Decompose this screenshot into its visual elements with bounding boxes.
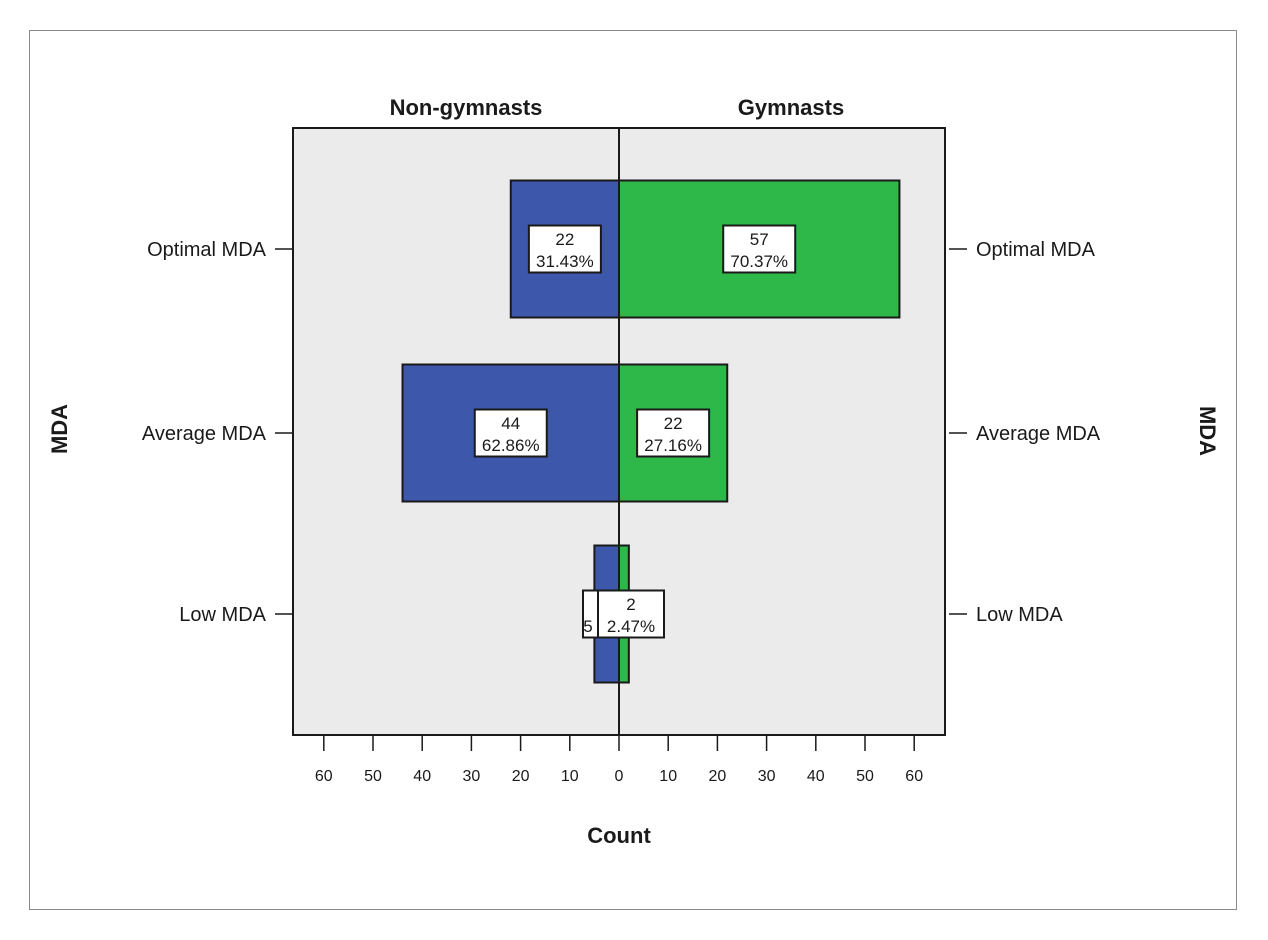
category-label-left: Low MDA [179,604,266,626]
data-label-left-2-count: 5 [583,617,592,636]
data-label-left-0-box [527,224,602,274]
data-label-right-0-percent: 70.37% [730,252,788,271]
x-tick-label: 10 [561,768,579,785]
x-tick-label: 60 [315,768,333,785]
data-label-right-1: 22 27.16% [636,408,711,458]
data-label-left-1-box [473,408,548,458]
category-label-left: Optimal MDA [147,239,267,261]
category-label-right: Average MDA [976,423,1101,445]
data-label-left-0-percent: 31.43% [536,252,594,271]
x-tick-label: 50 [364,768,382,785]
x-tick-label: 20 [709,768,727,785]
data-label-left-1-count: 44 [501,414,520,433]
y-axis-label-left: MDA [47,404,72,454]
data-label-right-1-count: 22 [664,414,683,433]
y-axis-label-right: MDA [1195,406,1220,456]
panel-title-right: Gymnasts [738,95,844,120]
x-tick-label: 60 [905,768,923,785]
data-label-right-2: 2 2.47% [597,589,665,639]
x-tick-label: 30 [758,768,776,785]
data-label-right-0-box [722,224,797,274]
x-axis-label: Count [587,823,651,848]
x-tick-label: 30 [463,768,481,785]
data-label-right-1-percent: 27.16% [644,436,702,455]
x-tick-label: 40 [413,768,431,785]
x-tick-label: 50 [856,768,874,785]
data-label-left-0: 22 31.43% [527,224,602,274]
data-label-right-2-percent: 2.47% [607,617,655,636]
data-label-right-0-count: 57 [750,230,769,249]
x-tick-label: 40 [807,768,825,785]
x-tick-label: 10 [659,768,677,785]
x-tick-label: 0 [615,768,624,785]
category-label-right: Low MDA [976,604,1063,626]
data-label-left-1-percent: 62.86% [482,436,540,455]
data-label-right-0: 57 70.37% [722,224,797,274]
data-label-left-0-count: 22 [555,230,574,249]
x-tick-label: 20 [512,768,530,785]
figure-frame [29,30,1237,910]
data-label-right-2-box [597,589,665,639]
data-label-left-1: 44 62.86% [473,408,548,458]
data-label-right-1-box [636,408,711,458]
panel-title-left: Non-gymnasts [390,95,543,120]
category-label-left: Average MDA [142,423,267,445]
data-label-right-2-count: 2 [626,595,635,614]
category-label-right: Optimal MDA [976,239,1096,261]
